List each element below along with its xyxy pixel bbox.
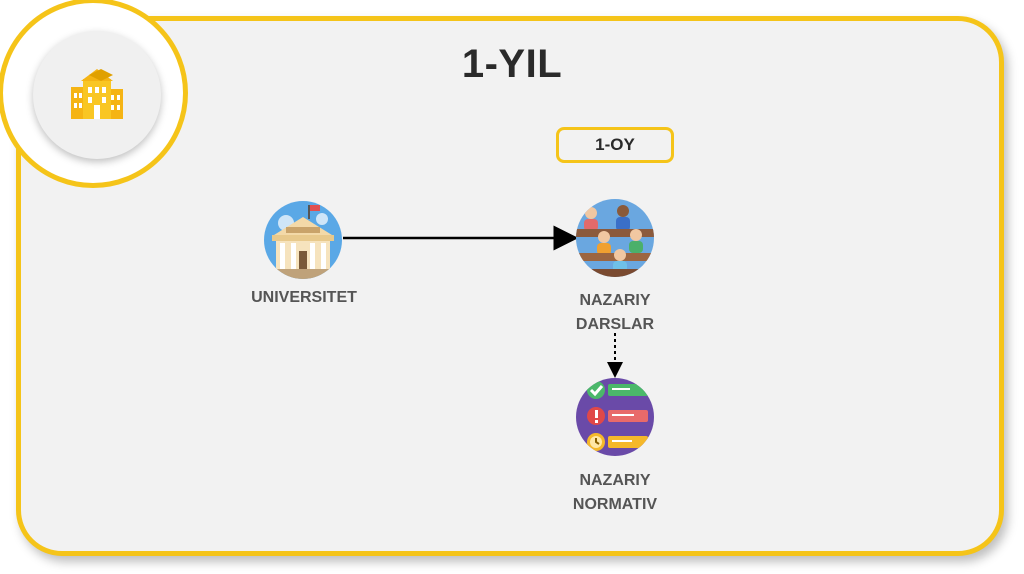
- checklist-icon: [576, 378, 654, 456]
- theory-normative-node: [576, 378, 654, 456]
- classroom-students-icon: [576, 199, 654, 277]
- page-title: 1-YIL: [461, 42, 563, 86]
- university-node: [264, 201, 342, 279]
- month-label: 1-OY: [556, 127, 674, 163]
- university-label: UNIVERSITET: [251, 289, 357, 306]
- theory-lessons-label: NAZARIY DARSLAR: [545, 289, 685, 337]
- campus-buildings-icon: [71, 69, 123, 119]
- theory-normative-label-line2: NORMATIV: [572, 496, 658, 513]
- badge: [33, 31, 161, 159]
- theory-lessons-label-line1: NAZARIY: [579, 292, 651, 309]
- theory-lessons-node: [576, 199, 654, 277]
- theory-lessons-label-line2: DARSLAR: [575, 316, 655, 333]
- university-building-icon: [264, 201, 342, 279]
- theory-normative-label-line1: NAZARIY: [579, 472, 651, 489]
- theory-normative-label: NAZARIY NORMATIV: [545, 469, 685, 517]
